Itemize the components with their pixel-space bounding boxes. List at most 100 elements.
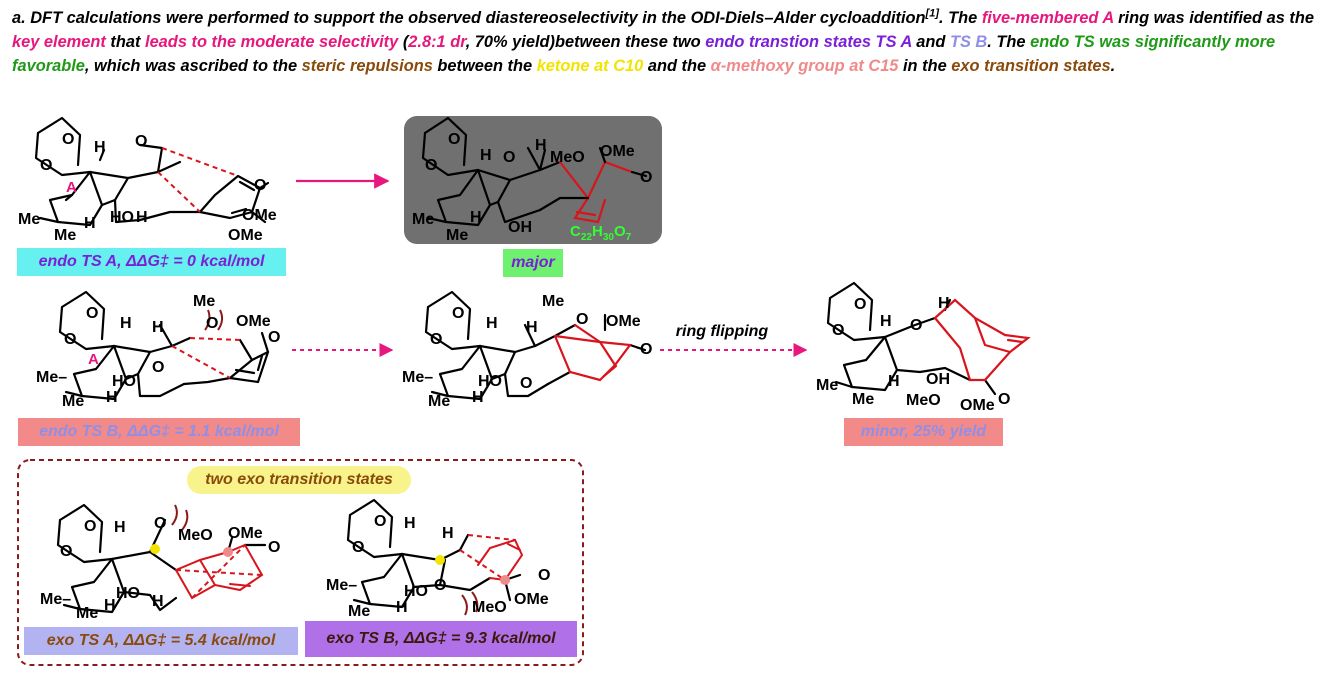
atom-label: O <box>254 177 266 194</box>
atom-label: H <box>404 515 416 532</box>
atom-label: H <box>938 295 950 312</box>
text-run: , 70% yield)between these two <box>465 33 706 51</box>
exo-states-box <box>17 459 584 666</box>
atom-label: O <box>640 341 652 358</box>
atom-label: H <box>470 209 482 226</box>
exo-header-label: two exo transition states <box>187 466 411 494</box>
molecular-formula: C22H30O7 <box>570 223 632 243</box>
atom-label: O <box>40 157 52 174</box>
svg-text:C22H30O7: C22H30O7 <box>570 223 632 243</box>
endo-ts-b-label: endo TS B, ΔΔG‡ = 1.1 kcal/mol <box>18 418 300 446</box>
exo-ts-a-structure <box>56 503 267 614</box>
atom-label: HO <box>112 373 136 390</box>
atom-label: OMe <box>236 313 271 330</box>
atom-label: O <box>135 133 147 150</box>
atom-label: H <box>84 215 96 232</box>
atom-label: HO <box>404 583 428 600</box>
exo-ts-a-label: exo TS A, ΔΔG‡ = 5.4 kcal/mol <box>24 627 298 655</box>
atom-label: O <box>538 567 550 584</box>
atom-label: MeO <box>178 527 213 544</box>
atom-label: MeO <box>906 392 941 409</box>
ring-a-label: A <box>88 351 99 368</box>
atom-label: H <box>535 137 547 154</box>
pink-atom-dot <box>223 547 233 557</box>
text-run: and <box>911 33 950 51</box>
atom-label: OMe <box>600 143 635 160</box>
atom-label: O <box>154 515 166 532</box>
atom-label: O <box>503 149 515 166</box>
atom-label: OMe <box>960 397 995 414</box>
atom-label: O <box>268 329 280 346</box>
atom-label: OMe <box>242 207 277 224</box>
atom-label: Me– <box>40 591 71 608</box>
highlight-exo: exo transition states <box>951 57 1111 75</box>
text-run: and the <box>643 57 711 75</box>
atom-label: H <box>396 599 408 616</box>
reference-marker: [1] <box>925 7 939 20</box>
atom-label: Me <box>18 211 40 228</box>
ring-a-label: A <box>66 179 77 196</box>
atom-label: H <box>480 147 492 164</box>
atom-label: O <box>352 539 364 556</box>
atom-label: Me– <box>326 577 357 594</box>
highlight-dr: 2.8:1 dr <box>408 33 466 51</box>
atom-label: H <box>114 519 126 536</box>
text-run: . The <box>939 9 982 27</box>
atom-label: O <box>452 305 464 322</box>
atom-label: Me– <box>36 369 67 386</box>
atom-label: Me <box>193 293 215 310</box>
text-run: between the <box>432 57 537 75</box>
atom-label: O <box>430 331 442 348</box>
atom-label: O <box>206 315 218 332</box>
atom-label: OH <box>508 219 532 236</box>
highlight-five-membered: five-membered A <box>981 9 1114 27</box>
atom-label: OMe <box>514 591 549 608</box>
atom-label: Me <box>446 227 468 244</box>
atom-label: O <box>576 311 588 328</box>
atom-label: H <box>120 315 132 332</box>
atom-label: O <box>910 317 922 334</box>
pink-atom-dot <box>500 575 510 585</box>
atom-label: O <box>832 322 844 339</box>
atom-label: Me– <box>402 369 433 386</box>
atom-label: O <box>62 131 74 148</box>
endo-ts-a-label: endo TS A, ΔΔG‡ = 0 kcal/mol <box>17 248 286 276</box>
major-label: major <box>503 249 563 277</box>
text-run: . The <box>987 33 1031 51</box>
atom-label: Me <box>412 211 434 228</box>
highlight-endo-favorable: endo TS was significantly more favorable <box>12 33 1276 75</box>
atom-label: O <box>268 539 280 556</box>
atom-label: H <box>136 209 148 226</box>
atom-label: HO <box>110 209 134 226</box>
atom-label: OMe <box>228 227 263 244</box>
atom-label: OMe <box>228 525 263 542</box>
atom-label: Me <box>816 377 838 394</box>
atom-label: Me <box>428 393 450 410</box>
endo-ts-b-structure <box>58 290 270 401</box>
major-product-panel <box>404 116 662 244</box>
atom-label: O <box>448 131 460 148</box>
highlight-ketone: ketone at C10 <box>536 57 644 75</box>
ring-flipping-label: ring flipping <box>675 323 769 340</box>
atom-label: H <box>880 313 892 330</box>
atom-label: MeO <box>550 149 585 166</box>
intermediate-structure <box>424 290 647 401</box>
text-run: . <box>1110 57 1116 75</box>
atom-label: O <box>425 157 437 174</box>
atom-label: H <box>442 525 454 542</box>
atom-label: O <box>64 331 76 348</box>
atom-label: H <box>486 315 498 332</box>
text-run: , which was ascribed to the <box>84 57 302 75</box>
atom-label: H <box>152 593 164 610</box>
atom-label: O <box>152 359 164 376</box>
highlight-endo-ts-a: endo transtion states TS A <box>705 33 912 51</box>
minor-product-structure <box>826 281 997 396</box>
atom-label: O <box>640 169 652 186</box>
atom-label: O <box>86 305 98 322</box>
yellow-atom-dot <box>435 555 445 565</box>
atom-label: H <box>152 319 164 336</box>
atom-label: Me <box>348 603 370 620</box>
atom-label: O <box>374 513 386 530</box>
atom-label: O <box>434 577 446 594</box>
major-product-structure <box>421 116 562 227</box>
